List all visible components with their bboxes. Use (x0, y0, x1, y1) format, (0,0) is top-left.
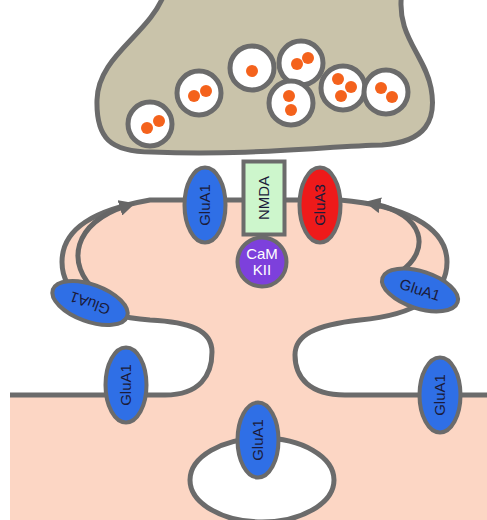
synaptic-vesicle (128, 102, 172, 146)
trafficking-arrow (374, 204, 419, 272)
synaptic-vesicle (364, 70, 408, 114)
glua1-receptor-shape (420, 358, 461, 433)
camkii-kinase-shape (238, 238, 287, 287)
glutamate-dot (246, 65, 258, 77)
receptor-label: GluA1 (250, 419, 266, 461)
glutamate-dot (285, 104, 297, 116)
glutamate-dot (386, 91, 398, 103)
glua1-receptor: GluA1 (183, 166, 227, 244)
glua1-receptor: GluA1 (418, 356, 462, 434)
glua1-receptor-shape (106, 348, 147, 423)
glutamate-dot (141, 122, 153, 134)
receptor-label: GluA3 (312, 184, 328, 226)
glutamate-dot (302, 52, 314, 64)
glua1-receptor-shape (238, 403, 279, 478)
synaptic-vesicle (230, 46, 274, 90)
neurotransmitter-dots (141, 52, 398, 134)
glua1-receptor-shape (185, 168, 226, 243)
glua1-receptor-shape (377, 260, 464, 320)
glutamate-dot (153, 115, 165, 127)
synaptic-vesicle (177, 71, 221, 115)
synaptic-vesicle (279, 41, 323, 85)
glua1-receptor: GluA1 (375, 258, 465, 321)
glutamate-dot (345, 81, 357, 93)
receptor-label: GluA1 (118, 364, 134, 406)
glutamate-dot (200, 85, 212, 97)
nmda-receptor-shape (244, 162, 285, 235)
vesicles (128, 41, 408, 146)
glua3-receptor: GluA3 (298, 166, 342, 244)
glua3-receptor-shape (300, 168, 341, 243)
glua1-receptor: GluA1 (104, 346, 148, 424)
camkii-kinase: CaM KII (236, 236, 288, 288)
glua1-receptor: GluA1 (236, 401, 280, 479)
trafficking-arrow (78, 206, 126, 292)
nmda-receptor: NMDA (242, 160, 286, 236)
glua1-receptor-shape (47, 272, 134, 334)
postsynaptic-spine (10, 200, 487, 520)
glutamate-dot (291, 58, 303, 70)
receptor-label: CaM KII (245, 246, 279, 278)
synaptic-vesicle (321, 66, 365, 110)
glua1-receptor: GluA1 (45, 270, 136, 336)
glutamate-dot (375, 82, 387, 94)
glutamate-dot (335, 90, 347, 102)
receptor-label: GluA1 (432, 374, 448, 416)
synaptic-vesicle (269, 81, 313, 125)
receptor-label: GluA1 (197, 184, 213, 226)
receptor-label: NMDA (256, 176, 272, 220)
glutamate-dot (332, 73, 344, 85)
presynaptic-terminal (97, 0, 433, 153)
glutamate-dot (283, 90, 295, 102)
glutamate-dot (188, 90, 200, 102)
